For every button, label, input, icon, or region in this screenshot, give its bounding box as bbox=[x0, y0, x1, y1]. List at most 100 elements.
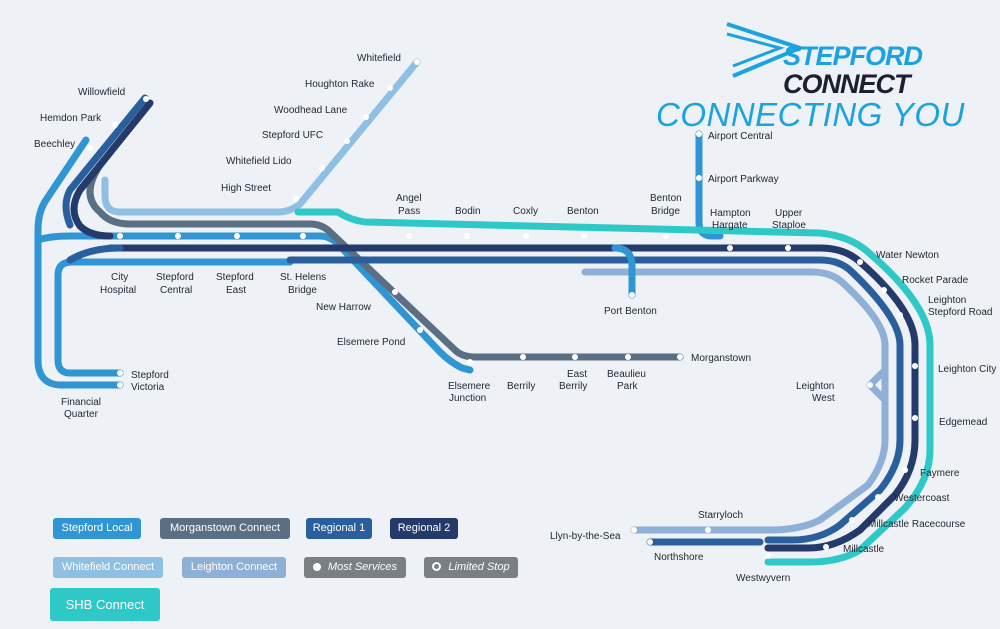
legend-whitefield-connect[interactable]: Whitefield Connect bbox=[53, 557, 163, 578]
label-stepford-central-1: Stepford bbox=[156, 272, 194, 283]
station-marker-port-benton[interactable] bbox=[629, 292, 635, 298]
label-stepford-victoria-1: Stepford bbox=[131, 370, 169, 381]
station-marker-airport-parkway[interactable] bbox=[696, 175, 702, 181]
label-leighton-stepford-road-1: Leighton bbox=[928, 295, 966, 306]
label-houghton-rake: Houghton Rake bbox=[305, 79, 375, 90]
station-marker-stepford-ufc[interactable] bbox=[344, 138, 350, 144]
label-city-hospital-1: City bbox=[111, 272, 128, 283]
station-marker-llyn-by-the-sea[interactable] bbox=[631, 527, 637, 533]
legend-limited-stop[interactable]: Limited Stop bbox=[424, 557, 518, 578]
label-hampton-hargate-2: Hargate bbox=[712, 220, 748, 231]
label-angel-pass-2: Pass bbox=[398, 206, 420, 217]
line-stepford-local-west bbox=[34, 136, 124, 389]
label-hampton-hargate-1: Hampton bbox=[710, 208, 751, 219]
label-stepford-east-1: Stepford bbox=[216, 272, 254, 283]
label-east-berrily-1: East bbox=[567, 369, 587, 380]
station-marker-leighton-city[interactable] bbox=[912, 363, 918, 369]
label-beaulieu-park-1: Beaulieu bbox=[607, 369, 646, 380]
station-marker-hemdon-park[interactable] bbox=[112, 122, 118, 128]
station-marker-stepford-central[interactable] bbox=[175, 233, 181, 239]
legend-regional-1[interactable]: Regional 1 bbox=[306, 518, 372, 539]
label-port-benton: Port Benton bbox=[604, 306, 657, 317]
station-marker-stepford-victoria[interactable] bbox=[117, 370, 123, 376]
label-northshore: Northshore bbox=[654, 552, 704, 563]
label-stepford-ufc: Stepford UFC bbox=[262, 130, 323, 141]
label-coxly: Coxly bbox=[513, 206, 538, 217]
line-regional-1-west bbox=[62, 94, 149, 229]
legend-shb-connect[interactable]: SHB Connect bbox=[50, 588, 160, 621]
legend-morganstown-connect[interactable]: Morganstown Connect bbox=[160, 518, 290, 539]
station-marker-elsemere-pond[interactable] bbox=[417, 327, 423, 333]
station-marker-benton[interactable] bbox=[581, 233, 587, 239]
station-marker-water-newton[interactable] bbox=[857, 259, 863, 265]
station-marker-millcastle-racecourse[interactable] bbox=[849, 517, 855, 523]
line-regional-2-main bbox=[106, 244, 919, 552]
station-marker-leighton-west[interactable] bbox=[867, 382, 873, 388]
station-marker-whitefield-lido[interactable] bbox=[319, 165, 325, 171]
station-marker-woodhead-lane[interactable] bbox=[363, 114, 369, 120]
label-edgemead: Edgemead bbox=[939, 417, 987, 428]
station-marker-beechley[interactable] bbox=[87, 145, 93, 151]
station-marker-westercoast[interactable] bbox=[875, 494, 881, 500]
station-marker-millcastle[interactable] bbox=[823, 544, 829, 550]
brand-tagline: CONNECTING YOU bbox=[656, 96, 965, 133]
line-regional-1-main bbox=[66, 244, 904, 544]
line-port-benton-spur bbox=[611, 244, 636, 299]
label-benton-bridge-1: Benton bbox=[650, 193, 682, 204]
station-marker-hampton-hargate[interactable] bbox=[727, 245, 733, 251]
label-elsemere-pond: Elsemere Pond bbox=[337, 337, 405, 348]
brand-name-line2: CONNECT bbox=[783, 69, 913, 99]
line-stepford-local-spur bbox=[54, 258, 294, 377]
station-marker-stepford-east[interactable] bbox=[234, 233, 240, 239]
legend-leighton-connect[interactable]: Leighton Connect bbox=[182, 557, 286, 578]
station-marker-westwyvern[interactable] bbox=[765, 553, 771, 559]
station-marker-bodin[interactable] bbox=[464, 233, 470, 239]
label-faymere: Faymere bbox=[920, 468, 960, 479]
label-airport-parkway: Airport Parkway bbox=[708, 174, 779, 185]
station-marker-st-helens-bridge[interactable] bbox=[300, 233, 306, 239]
station-marker-financial-quarter[interactable] bbox=[117, 382, 123, 388]
label-whitefield-lido: Whitefield Lido bbox=[226, 156, 292, 167]
station-marker-morganstown[interactable] bbox=[677, 354, 683, 360]
legend-most-services[interactable]: Most Services bbox=[304, 557, 406, 578]
brand-name-line1: STEPFORD bbox=[783, 41, 923, 71]
label-leighton-west-2: West bbox=[812, 393, 835, 404]
station-marker-angel-pass[interactable] bbox=[406, 233, 412, 239]
label-angel-pass-1: Angel bbox=[396, 193, 422, 204]
label-city-hospital-2: Hospital bbox=[100, 285, 136, 296]
label-beaulieu-park-2: Park bbox=[617, 381, 639, 392]
station-marker-elsemere-junction[interactable] bbox=[467, 359, 473, 365]
legend-regional-2[interactable]: Regional 2 bbox=[390, 518, 458, 539]
station-marker-high-street[interactable] bbox=[293, 196, 299, 202]
label-woodhead-lane: Woodhead Lane bbox=[274, 105, 348, 116]
station-marker-starryloch[interactable] bbox=[705, 527, 711, 533]
label-airport-central: Airport Central bbox=[708, 131, 772, 142]
station-marker-east-berrily[interactable] bbox=[572, 354, 578, 360]
station-marker-coxly[interactable] bbox=[523, 233, 529, 239]
legend-most-services-label: Most Services bbox=[327, 561, 398, 573]
station-marker-northshore[interactable] bbox=[647, 539, 653, 545]
label-upper-staploe-1: Upper bbox=[775, 208, 803, 219]
station-marker-airport-central[interactable] bbox=[696, 131, 702, 137]
station-marker-leighton-stepford-road[interactable] bbox=[897, 312, 903, 318]
label-willowfield: Willowfield bbox=[78, 87, 125, 98]
station-marker-beaulieu-park[interactable] bbox=[625, 354, 631, 360]
station-marker-benton-bridge[interactable] bbox=[663, 233, 669, 239]
logo-chevron-inner-icon bbox=[726, 32, 785, 68]
label-elsemere-junction-2: Junction bbox=[449, 393, 486, 404]
station-marker-upper-staploe[interactable] bbox=[785, 245, 791, 251]
station-marker-willowfield[interactable] bbox=[143, 96, 149, 102]
station-marker-new-harrow[interactable] bbox=[392, 289, 398, 295]
station-marker-city-hospital[interactable] bbox=[117, 233, 123, 239]
station-marker-edgemead[interactable] bbox=[912, 415, 918, 421]
brand-logo: STEPFORD CONNECT CONNECTING YOU bbox=[656, 22, 965, 133]
station-marker-rocket-parade[interactable] bbox=[881, 287, 887, 293]
legend-stepford-local[interactable]: Stepford Local bbox=[53, 518, 141, 539]
station-labels: Whitefield Houghton Rake Woodhead Lane S… bbox=[34, 53, 996, 584]
station-marker-houghton-rake[interactable] bbox=[387, 85, 393, 91]
label-millcastle-racecourse: Millcastle Racecourse bbox=[868, 519, 966, 530]
station-markers bbox=[87, 59, 918, 559]
station-marker-berrily[interactable] bbox=[520, 354, 526, 360]
station-marker-faymere[interactable] bbox=[902, 467, 908, 473]
station-marker-whitefield[interactable] bbox=[414, 59, 420, 65]
